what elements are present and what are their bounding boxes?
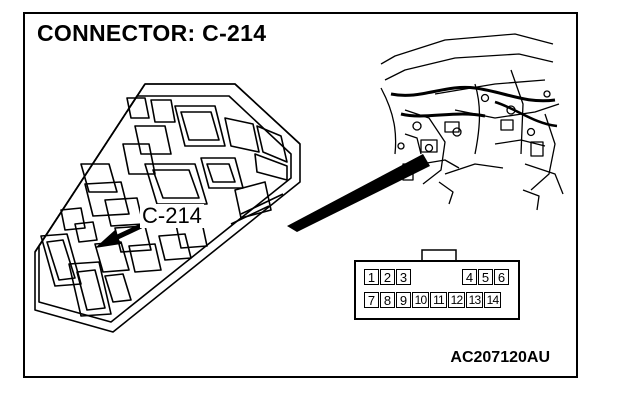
diagram-frame: CONNECTOR: C-214 <box>23 12 578 378</box>
pinout-key-tab <box>421 249 457 260</box>
pin-11: 11 <box>430 292 447 308</box>
pin-12: 12 <box>448 292 465 308</box>
pin-2: 2 <box>380 269 395 285</box>
connector-illustration <box>34 33 564 333</box>
connector-pinout: 1 2 3 4 5 6 7 8 9 10 11 12 13 14 <box>354 260 520 320</box>
pin-1: 1 <box>364 269 379 285</box>
pin-8: 8 <box>380 292 395 308</box>
pin-5: 5 <box>478 269 493 285</box>
callout-arrow <box>95 223 143 248</box>
pin-4: 4 <box>462 269 477 285</box>
view-pointer-arrow <box>287 154 430 232</box>
pin-9: 9 <box>396 292 411 308</box>
callout-label: C-214 <box>140 203 204 228</box>
pin-7: 7 <box>364 292 379 308</box>
dashboard-harness-drawing <box>380 33 564 211</box>
pin-6: 6 <box>494 269 509 285</box>
pin-14: 14 <box>484 292 501 308</box>
pin-10: 10 <box>412 292 429 308</box>
figure-code: AC207120AU <box>450 349 550 366</box>
connector-title: CONNECTOR: C-214 <box>37 20 267 46</box>
pin-13: 13 <box>466 292 483 308</box>
pin-3: 3 <box>396 269 411 285</box>
